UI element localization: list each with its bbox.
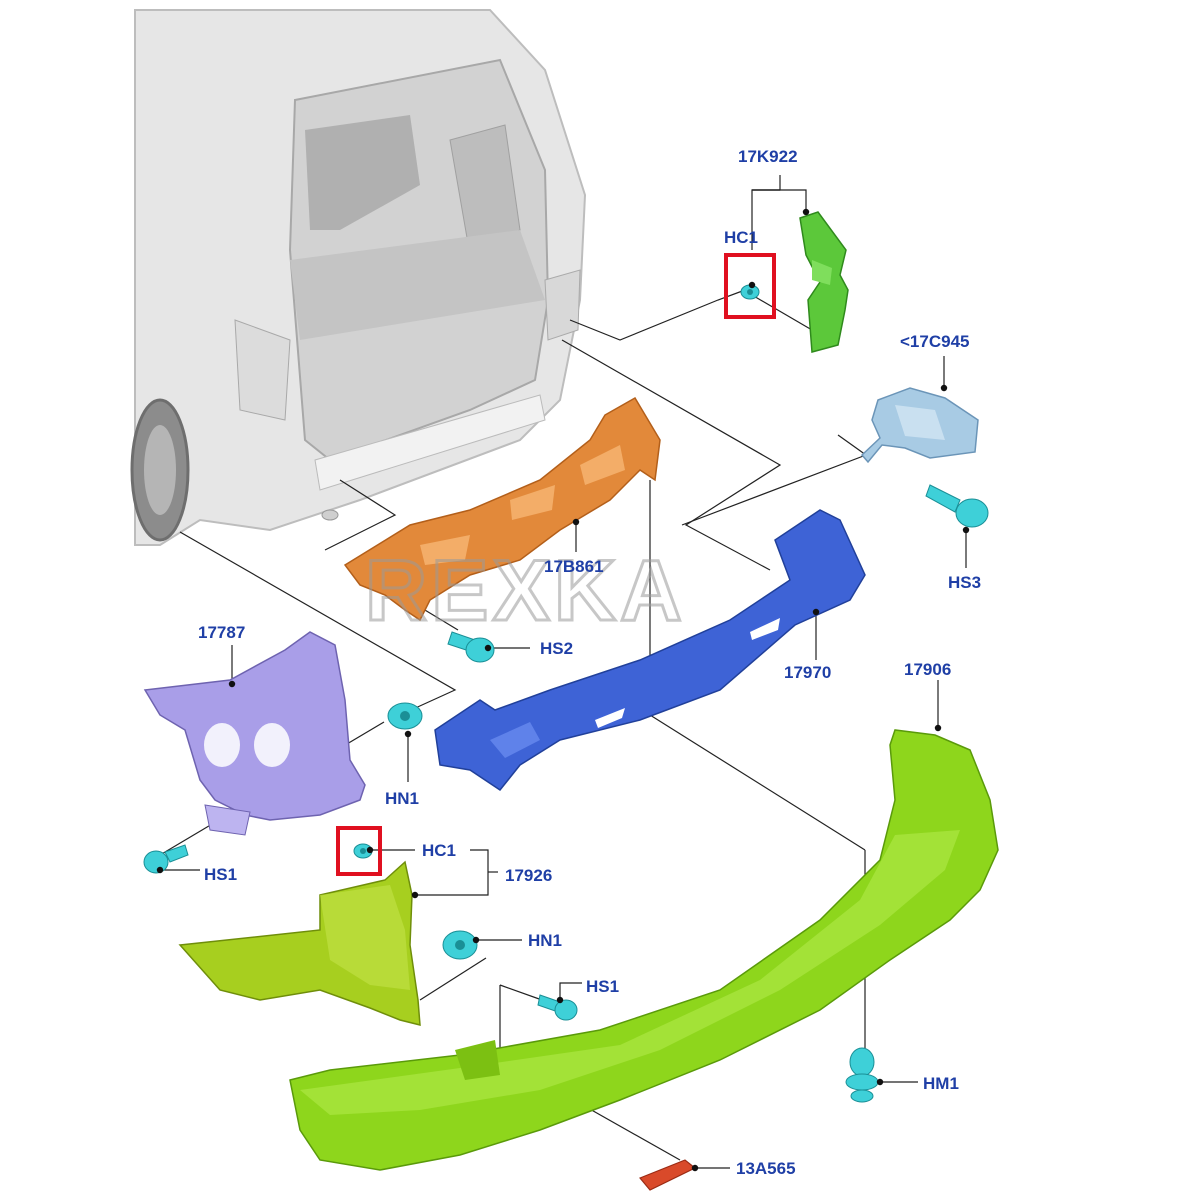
label-hs3: HS3 [948, 573, 981, 592]
corner-17926 [178, 860, 421, 1026]
label-13A565: 13A565 [736, 1159, 796, 1178]
part-labels: 17K922 HC1 <17C945 HS3 17B861 HS2 17787 … [198, 147, 981, 1178]
beam-17970 [434, 509, 866, 792]
label-hc1-mid: HC1 [422, 841, 456, 860]
nut-hn1-top [387, 702, 423, 730]
label-hs2: HS2 [540, 639, 573, 658]
label-17787: 17787 [198, 623, 245, 642]
bracket-17K922 [799, 211, 849, 353]
reflector-13A565 [639, 1159, 697, 1191]
label-hn1-low: HN1 [528, 931, 562, 950]
label-17C945: <17C945 [900, 332, 969, 351]
reinforcement-17B861 [343, 396, 661, 622]
label-hm1: HM1 [923, 1074, 959, 1093]
label-hs1-left: HS1 [204, 865, 237, 884]
highlight-box-hc1-top [724, 253, 776, 319]
label-17K922: 17K922 [738, 147, 798, 166]
bracket-17C945 [860, 387, 979, 464]
label-hs1-low: HS1 [586, 977, 619, 996]
label-hc1-top: HC1 [724, 228, 758, 247]
vehicle-rear-body [130, 9, 587, 546]
screw-hs3 [925, 484, 989, 528]
watermark: REXKA [365, 543, 686, 639]
callout-dots [156, 208, 970, 1172]
bumper-cover-17906 [289, 729, 999, 1171]
screw-hs1-low [537, 994, 578, 1021]
bracket-17787 [143, 631, 366, 836]
screw-hs1-left [143, 844, 189, 874]
nut-hn1-low [442, 930, 478, 960]
highlight-box-hc1-mid [336, 826, 382, 876]
label-17B861: 17B861 [544, 557, 604, 576]
fasteners [143, 284, 989, 1103]
label-17970: 17970 [784, 663, 831, 682]
label-hn1-top: HN1 [385, 789, 419, 808]
label-17926: 17926 [505, 866, 552, 885]
clip-hm1 [845, 1047, 879, 1103]
label-17906: 17906 [904, 660, 951, 679]
screw-hs2 [447, 631, 495, 663]
